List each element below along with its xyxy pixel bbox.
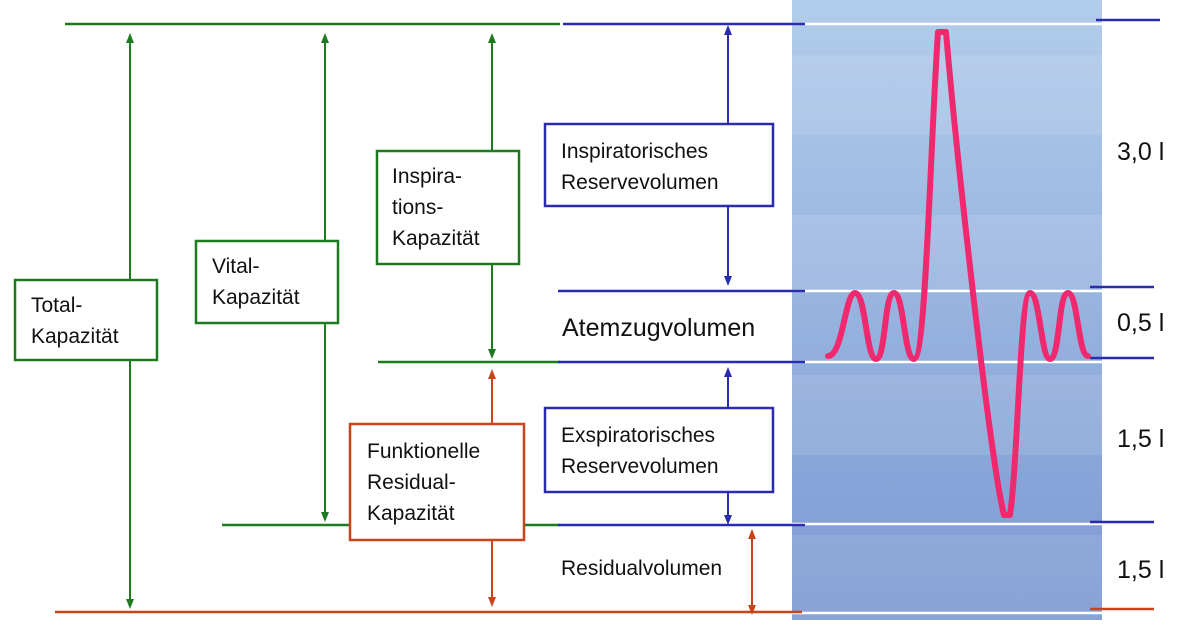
inspiratory-capacity-box	[375, 149, 521, 266]
right-tick-lines	[1090, 18, 1160, 611]
volume-level-lines	[558, 22, 805, 527]
erv-label: Exspiratorisches Reservevolumen	[561, 424, 721, 478]
tidal-value: 0,5 l	[1117, 309, 1164, 337]
inspiratory-capacity-label: Inspira- tions- Kapazität	[392, 165, 480, 250]
vital-capacity-label: Vital- Kapazität	[212, 255, 300, 309]
frc-box	[348, 422, 526, 542]
total-capacity-label: Total- Kapazität	[31, 294, 119, 348]
panel-band-shades	[792, 55, 1102, 620]
irv-label: Inspiratorisches Reservevolumen	[561, 140, 719, 194]
erv-value: 1,5 l	[1117, 425, 1164, 453]
irv-value: 3,0 l	[1117, 138, 1164, 166]
residual-volume-label-bg	[556, 548, 746, 582]
tidal-volume-label: Atemzugvolumen	[562, 314, 755, 342]
vital-capacity-box	[194, 239, 340, 325]
breathing-trace	[825, 29, 1091, 518]
panel-level-lines	[792, 22, 1102, 615]
erv-box	[543, 406, 775, 494]
rv-value: 1,5 l	[1117, 556, 1164, 584]
frc-label: Funktionelle Residual- Kapazität	[367, 440, 486, 525]
total-capacity-box	[13, 278, 159, 362]
residual-volume-label: Residualvolumen	[561, 557, 722, 580]
irv-box	[543, 122, 775, 208]
